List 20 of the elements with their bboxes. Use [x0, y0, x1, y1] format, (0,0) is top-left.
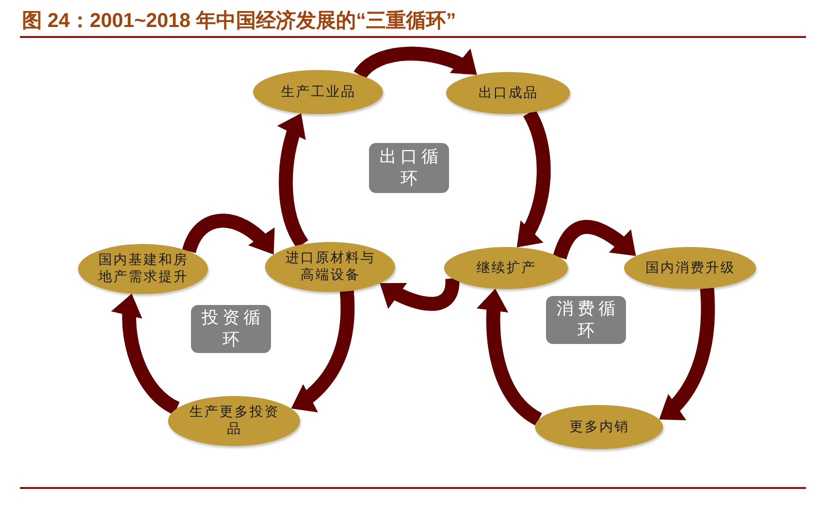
- cycle-label: 出口循环: [378, 146, 444, 190]
- ellipse-node: [444, 247, 568, 289]
- cycle-label: 投资循环: [200, 307, 266, 351]
- node-label: 进口原材料与高端设备: [284, 250, 376, 284]
- cycle-label-box: [546, 296, 626, 344]
- node-label: 国内消费升级: [644, 260, 736, 276]
- diagram-title: 图 24：2001~2018 年中国经济发展的“三重循环”: [22, 8, 456, 34]
- node-label: 出口成品: [478, 84, 538, 102]
- curved-arrow: [477, 288, 542, 426]
- cycle-label: 消费循环: [556, 298, 620, 342]
- ellipse-node: [535, 405, 663, 449]
- curved-arrow: [112, 292, 180, 415]
- ellipse-node: [168, 396, 300, 446]
- cycle-label-box: [191, 305, 271, 353]
- node-label: 国内基建和房地产需求提升: [98, 252, 190, 286]
- node-label: 更多内销: [568, 418, 630, 436]
- node-label: 生产工业品: [280, 84, 356, 100]
- node-label: 生产更多投资品: [188, 404, 280, 438]
- cycle-label-box: [369, 143, 449, 193]
- node-label: 继续扩产: [476, 260, 536, 276]
